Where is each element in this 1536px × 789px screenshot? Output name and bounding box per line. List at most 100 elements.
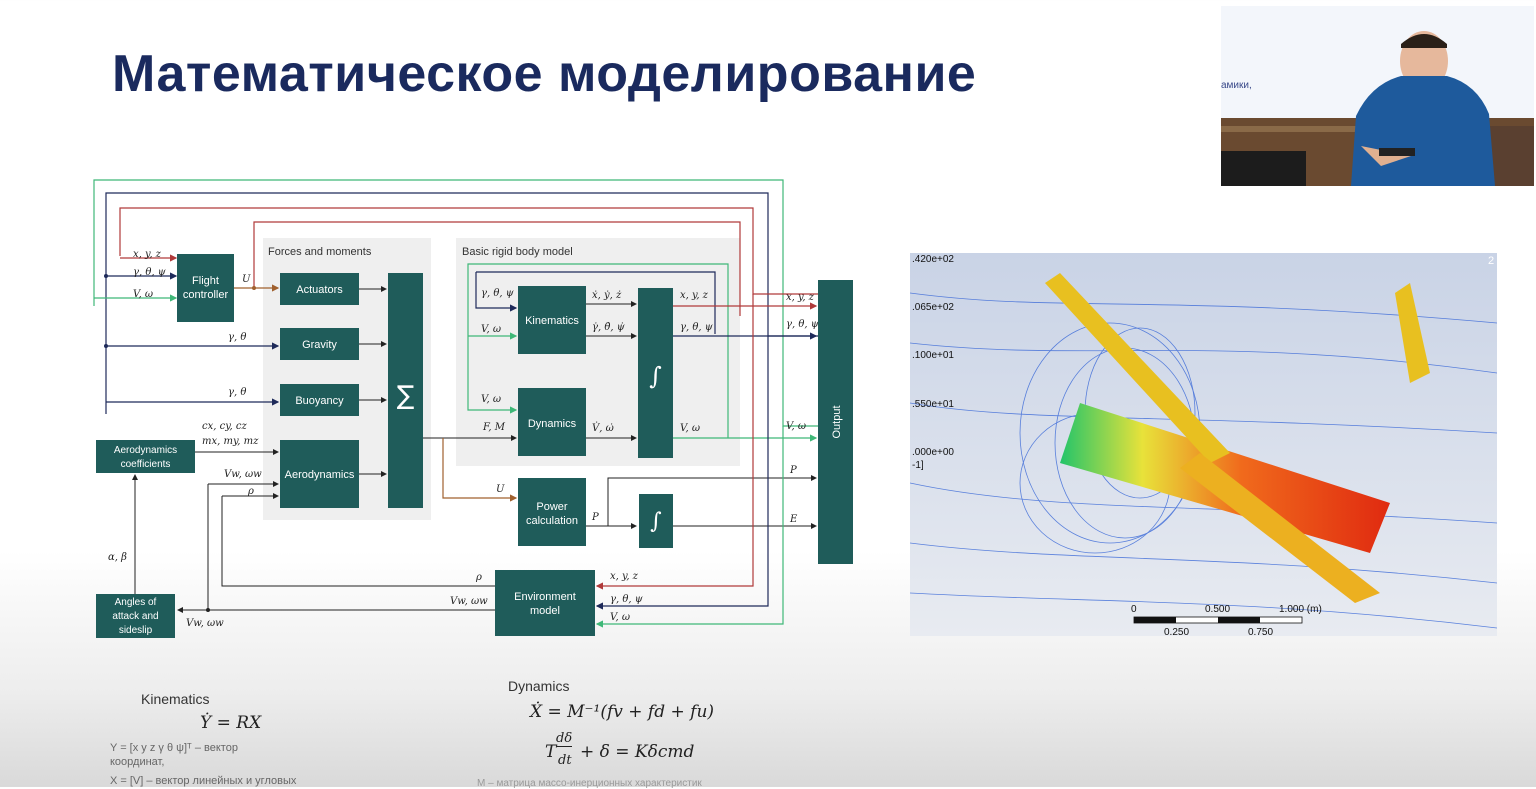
svg-text:F, M: F, M bbox=[482, 422, 506, 433]
kinematics-title: Kinematics bbox=[141, 691, 210, 707]
svg-text:γ, θ, ψ: γ, θ, ψ bbox=[786, 319, 819, 330]
svg-text:ρ: ρ bbox=[247, 486, 254, 497]
svg-text:.550e+01: .550e+01 bbox=[912, 399, 954, 410]
svg-text:Flight: Flight bbox=[192, 275, 219, 287]
power-calc-block bbox=[518, 478, 586, 546]
flight-controller-block bbox=[177, 254, 234, 322]
svg-text:Power: Power bbox=[536, 501, 568, 513]
svg-text:P: P bbox=[591, 512, 599, 523]
svg-text:1.000 (m): 1.000 (m) bbox=[1279, 604, 1322, 615]
svg-text:Vw, ωw: Vw, ωw bbox=[186, 618, 224, 629]
dynamics-block bbox=[518, 388, 586, 456]
svg-text:γ, θ, ψ: γ, θ, ψ bbox=[481, 288, 514, 299]
svg-text:mx, my, mz: mx, my, mz bbox=[202, 436, 259, 447]
dynamics-title: Dynamics bbox=[508, 678, 570, 694]
svg-text:γ, θ, ψ: γ, θ, ψ bbox=[610, 594, 643, 605]
rigid-group-label: Basic rigid body model bbox=[462, 246, 573, 258]
svg-text:Buoyancy: Buoyancy bbox=[295, 395, 344, 407]
svg-text:V, ω: V, ω bbox=[133, 289, 153, 300]
svg-text:P: P bbox=[789, 465, 797, 476]
svg-text:.000e+00: .000e+00 bbox=[912, 447, 954, 458]
svg-text:0: 0 bbox=[1131, 604, 1137, 615]
cfd-visualization: .420e+02 .065e+02 .100e+01 .550e+01 .000… bbox=[910, 253, 1497, 636]
svg-text:V̇, ω̇: V̇, ω̇ bbox=[592, 422, 614, 434]
kinematics-note-1: Y = [x y z γ θ ψ]ᵀ – вектор bbox=[110, 742, 238, 754]
svg-text:-1]: -1] bbox=[912, 460, 924, 471]
svg-text:Aerodynamics: Aerodynamics bbox=[114, 445, 177, 456]
svg-text:0.500: 0.500 bbox=[1205, 604, 1230, 615]
gravity-block bbox=[280, 328, 359, 360]
svg-text:V, ω: V, ω bbox=[610, 612, 630, 623]
svg-text:.100e+01: .100e+01 bbox=[912, 350, 954, 361]
aero-coefficients-block bbox=[96, 440, 195, 473]
svg-text:V, ω: V, ω bbox=[786, 421, 806, 432]
block-diagram: Forces and moments Basic rigid body mode… bbox=[93, 179, 853, 638]
svg-text:Kinematics: Kinematics bbox=[525, 315, 579, 327]
svg-text:.420e+02: .420e+02 bbox=[912, 254, 954, 265]
kinematics-equation: Ẏ = RX bbox=[200, 713, 262, 733]
svg-text:coefficients: coefficients bbox=[121, 459, 171, 470]
svg-text:2: 2 bbox=[1488, 255, 1494, 267]
svg-text:γ, θ, ψ: γ, θ, ψ bbox=[133, 267, 166, 278]
svg-text:sideslip: sideslip bbox=[119, 625, 153, 636]
webcam-feed: амики, bbox=[1221, 6, 1534, 186]
svg-text:controller: controller bbox=[183, 289, 229, 301]
output-block bbox=[818, 280, 853, 564]
svg-text:.065e+02: .065e+02 bbox=[912, 302, 954, 313]
dynamics-eq2-num: dδ bbox=[556, 731, 573, 747]
dynamics-eq2-right: + δ = Kδcmd bbox=[580, 742, 695, 762]
svg-text:ẋ, ẏ, ż: ẋ, ẏ, ż bbox=[592, 290, 622, 301]
svg-text:V, ω: V, ω bbox=[481, 324, 501, 335]
kinematics-block bbox=[518, 286, 586, 354]
integrator-block bbox=[638, 288, 673, 458]
svg-text:V, ω: V, ω bbox=[481, 394, 501, 405]
dynamics-eq2-left: T bbox=[545, 742, 557, 762]
slide-title: Математическое моделирование bbox=[112, 45, 977, 103]
svg-text:x, y, z: x, y, z bbox=[610, 571, 639, 582]
svg-text:attack and: attack and bbox=[112, 611, 158, 622]
svg-text:Actuators: Actuators bbox=[296, 284, 343, 296]
svg-text:cx, cy, cz: cx, cy, cz bbox=[202, 421, 247, 432]
svg-text:Aerodynamics: Aerodynamics bbox=[285, 469, 355, 481]
svg-text:E: E bbox=[789, 514, 798, 525]
svg-text:U: U bbox=[496, 484, 505, 495]
svg-text:Vw, ωw: Vw, ωw bbox=[450, 596, 488, 607]
svg-text:Output: Output bbox=[831, 405, 843, 438]
svg-text:γ, θ: γ, θ bbox=[228, 387, 246, 398]
kinematics-note-3: X = [V] – вектор линейных и угловых bbox=[110, 775, 297, 787]
environment-block bbox=[495, 570, 595, 636]
svg-text:Vw, ωw: Vw, ωw bbox=[224, 469, 262, 480]
svg-text:model: model bbox=[530, 605, 560, 617]
svg-text:V, ω: V, ω bbox=[680, 423, 700, 434]
aerodynamics-block bbox=[280, 440, 359, 508]
webcam-screen-text: амики, bbox=[1221, 80, 1252, 91]
rigid-body-group bbox=[456, 238, 740, 466]
cfd-scale-bar: 0 0.500 1.000 (m) 0.250 0.750 bbox=[1131, 604, 1322, 636]
kinematics-note-2: координат, bbox=[110, 756, 165, 768]
sum-block bbox=[388, 273, 423, 508]
svg-text:U: U bbox=[242, 274, 251, 285]
dynamics-equation-1: Ẋ = M⁻¹(fv + fd + fu) bbox=[530, 702, 715, 722]
svg-text:calculation: calculation bbox=[526, 515, 578, 527]
buoyancy-block bbox=[280, 384, 359, 416]
actuators-block bbox=[280, 273, 359, 305]
svg-text:γ, θ, ψ: γ, θ, ψ bbox=[680, 322, 713, 333]
svg-text:∑: ∑ bbox=[397, 381, 415, 411]
svg-text:∫: ∫ bbox=[649, 362, 662, 390]
energy-integrator-block bbox=[639, 494, 673, 548]
svg-text:γ, θ: γ, θ bbox=[228, 332, 246, 343]
svg-text:0.250: 0.250 bbox=[1164, 627, 1189, 636]
svg-text:x, y, z: x, y, z bbox=[133, 249, 162, 260]
angles-block bbox=[96, 594, 175, 638]
cfd-legend: .420e+02 .065e+02 .100e+01 .550e+01 .000… bbox=[912, 254, 954, 471]
svg-text:x, y, z: x, y, z bbox=[786, 292, 815, 303]
svg-text:0.750: 0.750 bbox=[1248, 627, 1273, 636]
svg-text:γ̇, θ̇, ψ̇: γ̇, θ̇, ψ̇ bbox=[592, 322, 625, 333]
svg-text:Angles of: Angles of bbox=[115, 597, 157, 608]
svg-text:Gravity: Gravity bbox=[302, 339, 337, 351]
svg-text:∫: ∫ bbox=[650, 509, 662, 534]
svg-text:x, y, z: x, y, z bbox=[680, 290, 709, 301]
svg-text:α, β: α, β bbox=[108, 552, 127, 563]
svg-text:Dynamics: Dynamics bbox=[528, 418, 577, 430]
forces-group-label: Forces and moments bbox=[268, 246, 372, 258]
